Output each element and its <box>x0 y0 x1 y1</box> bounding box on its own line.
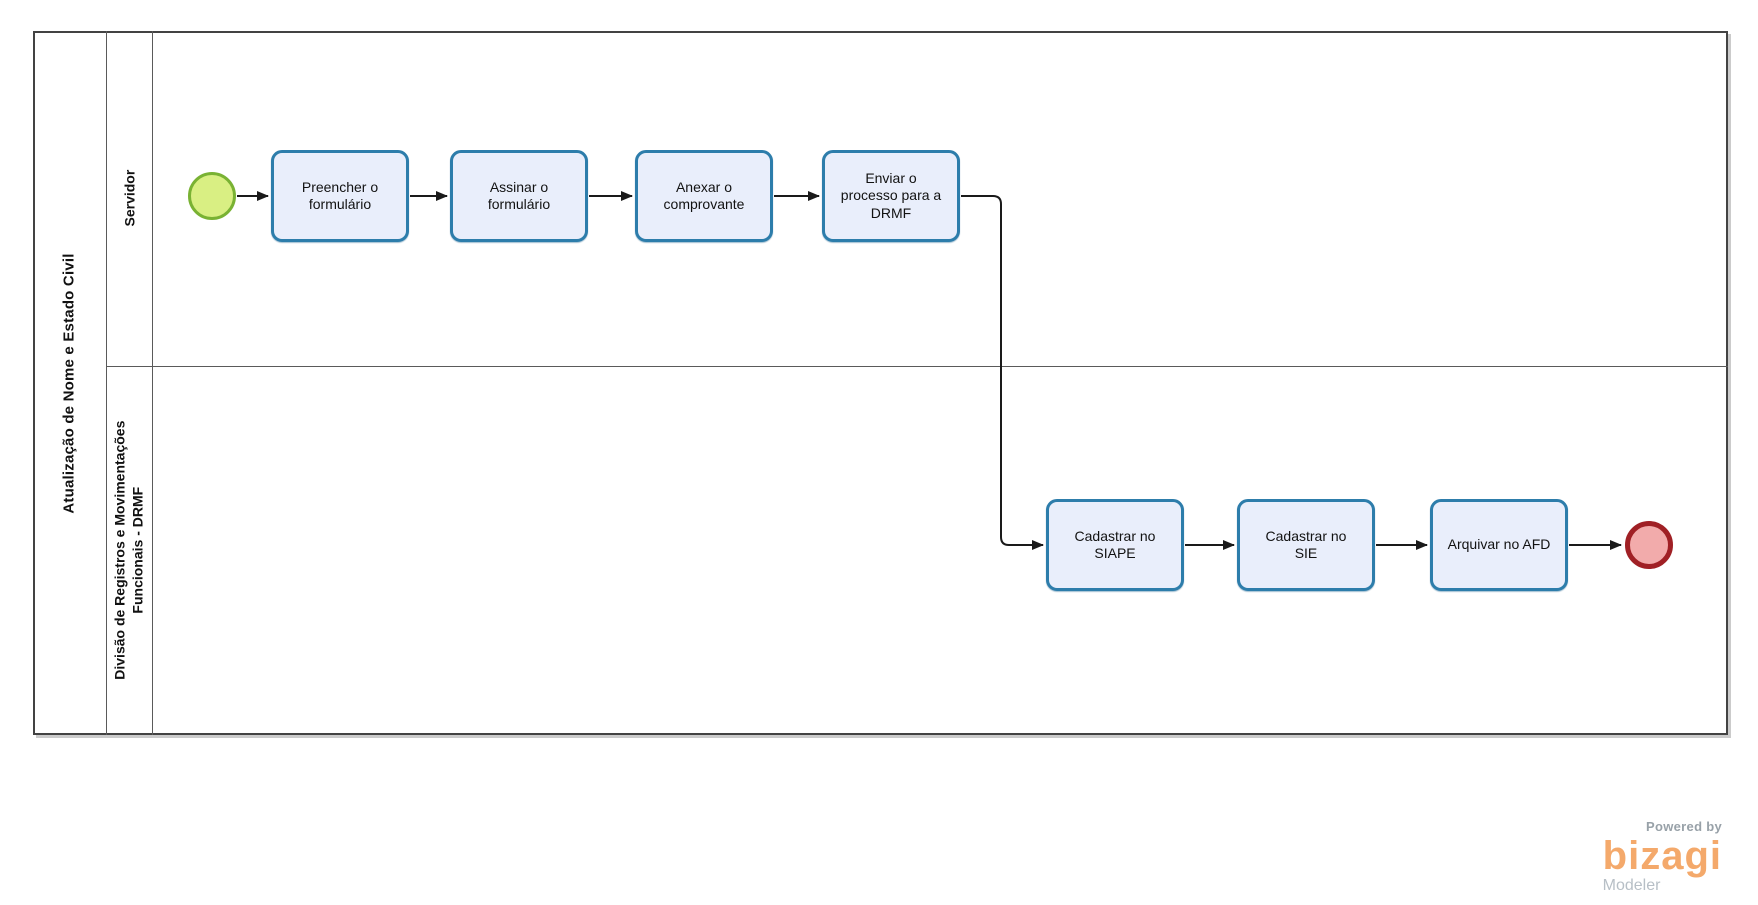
lane-servidor-header[interactable]: Servidor <box>106 31 152 366</box>
task-assinar-formulario[interactable]: Assinar o formulário <box>450 150 588 242</box>
pool-header[interactable]: Atualização de Nome e Estado Civil <box>33 31 106 735</box>
task-cadastrar-siape[interactable]: Cadastrar no SIAPE <box>1046 499 1184 591</box>
pool-atualizacao-nome-estado-civil[interactable] <box>33 31 1728 735</box>
task-label: Cadastrar no SIE <box>1265 527 1347 561</box>
flow-task4-to-task5[interactable] <box>961 195 1044 550</box>
pool-title-divider <box>106 31 107 735</box>
bizagi-logo: Powered by bizagi Modeler <box>1603 820 1722 894</box>
task-anexar-comprovante[interactable]: Anexar o comprovante <box>635 150 773 242</box>
task-label: Enviar o processo para a DRMF <box>840 170 942 221</box>
task-label: Arquivar no AFD <box>1447 536 1551 553</box>
task-label: Anexar o comprovante <box>663 178 745 212</box>
task-enviar-processo-drmf[interactable]: Enviar o processo para a DRMF <box>822 150 960 242</box>
task-label: Assinar o formulário <box>487 178 551 212</box>
lane-drmf-header[interactable]: Divisão de Registros e Movimentações Fun… <box>106 366 152 735</box>
task-preencher-formulario[interactable]: Preencher o formulário <box>271 150 409 242</box>
powered-by-text: Powered by <box>1646 819 1722 834</box>
lane-drmf-label: Divisão de Registros e Movimentações Fun… <box>111 421 147 680</box>
modeler-text: Modeler <box>1602 877 1661 894</box>
start-event[interactable] <box>188 172 236 220</box>
task-label: Cadastrar no SIAPE <box>1074 527 1156 561</box>
lane-drmf-label-line1: Divisão de Registros e Movimentações <box>111 420 128 681</box>
task-label: Preencher o formulário <box>301 178 379 212</box>
lane-label-divider <box>152 31 153 735</box>
lane-drmf-label-line2: Funcionais - DRMF <box>130 487 146 614</box>
end-event[interactable] <box>1625 521 1673 569</box>
task-arquivar-afd[interactable]: Arquivar no AFD <box>1430 499 1568 591</box>
lane-servidor-label: Servidor <box>120 170 137 227</box>
pool-title: Atualização de Nome e Estado Civil <box>61 252 78 514</box>
lane-divider <box>106 366 1728 367</box>
task-cadastrar-sie[interactable]: Cadastrar no SIE <box>1237 499 1375 591</box>
bizagi-brand-text: bizagi <box>1602 834 1722 878</box>
